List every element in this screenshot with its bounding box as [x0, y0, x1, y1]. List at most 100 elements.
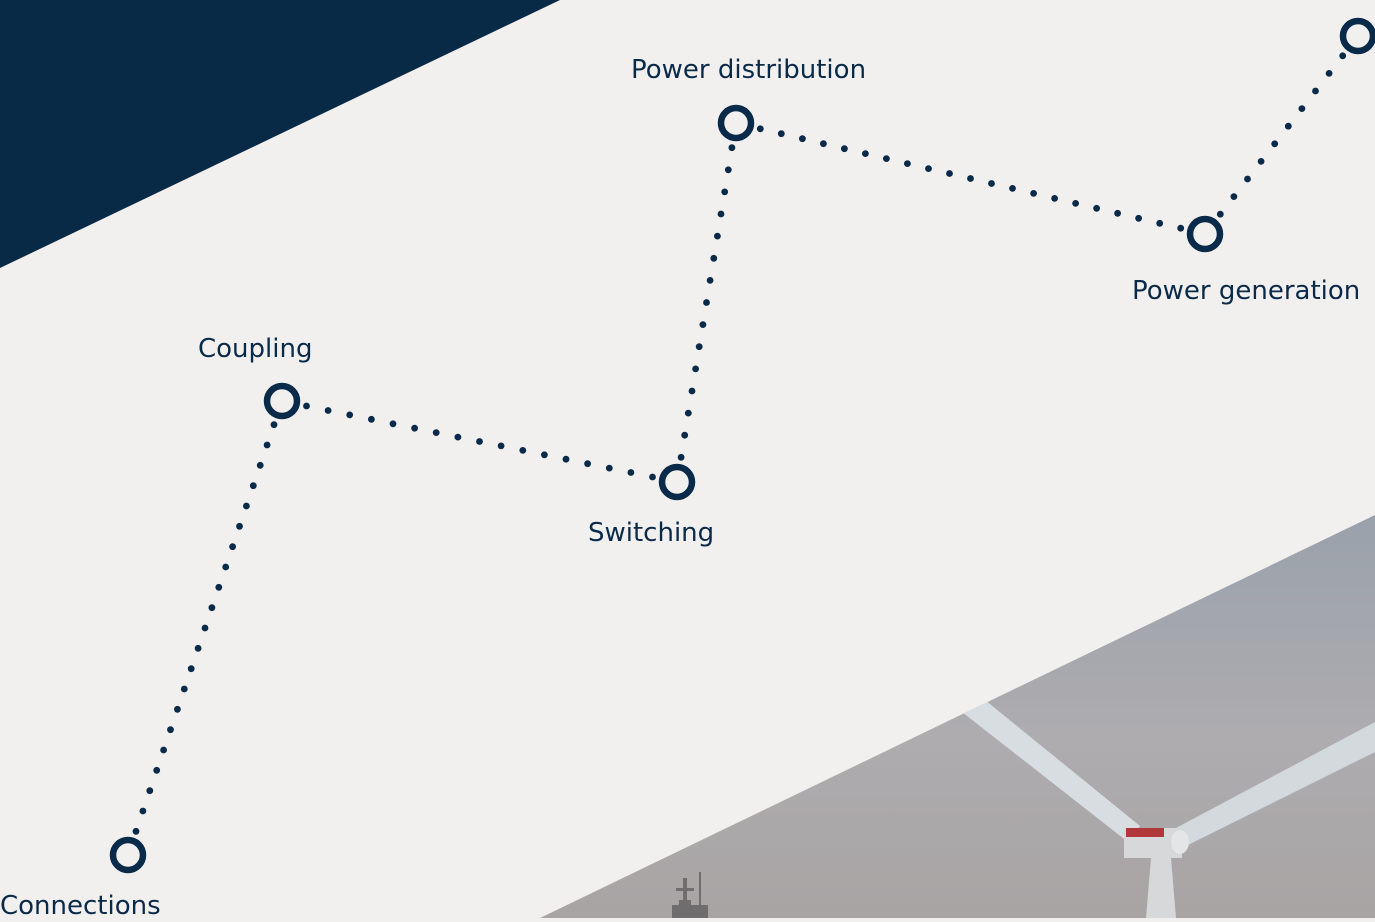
path-dot [988, 180, 995, 187]
node-ring-end [1343, 21, 1373, 51]
path-dot [411, 425, 418, 432]
path-dot [390, 420, 397, 427]
path-dot [721, 189, 728, 196]
path-dot [1285, 123, 1292, 130]
node-ring-switching [662, 467, 692, 497]
path-dot [862, 150, 869, 157]
path-dot [346, 412, 353, 419]
path-dot [498, 443, 505, 450]
path-dot [202, 625, 209, 632]
path-dot [1299, 105, 1306, 112]
path-dot [692, 366, 699, 373]
path-dot [883, 155, 890, 162]
path-dot [946, 170, 953, 177]
path-dot [181, 686, 188, 693]
node-ring-coupling [267, 386, 297, 416]
path-dot [236, 523, 243, 530]
path-dot [476, 438, 483, 445]
label-power-generation: Power generation [1132, 278, 1360, 304]
path-dot [757, 125, 764, 132]
path-dot [707, 277, 714, 284]
path-dot [689, 388, 696, 395]
path-dot [725, 166, 732, 173]
path-dot [1244, 176, 1251, 183]
path-dot [264, 442, 271, 449]
path-dot [1326, 70, 1333, 77]
path-dot [710, 255, 717, 262]
path-dot [229, 543, 236, 550]
path-dot [541, 451, 548, 458]
path-dot [1258, 158, 1265, 165]
path-dot [1072, 200, 1079, 207]
path-dot [685, 410, 692, 417]
path-dot [140, 808, 147, 815]
path-dot [1271, 140, 1278, 147]
path-dot [271, 421, 278, 428]
path-dot [696, 343, 703, 350]
path-dot [257, 462, 264, 469]
navy-corner-triangle [0, 0, 560, 268]
path-dot [250, 482, 257, 489]
path-dot [1135, 215, 1142, 222]
path-dot [433, 429, 440, 436]
node-ring-power-distribution [721, 108, 751, 138]
path-dot [303, 403, 310, 410]
path-dot [649, 474, 656, 481]
label-power-distribution: Power distribution [631, 57, 866, 83]
path-dot [700, 321, 707, 328]
label-connections: Connections [0, 893, 161, 919]
path-dot [1339, 52, 1346, 59]
path-dot [1177, 225, 1184, 232]
turbine-tower [1146, 858, 1176, 918]
path-dot [628, 469, 635, 476]
path-dot [925, 165, 932, 172]
path-dot [209, 604, 216, 611]
path-dot [841, 145, 848, 152]
path-dot [1051, 195, 1058, 202]
path-dot [1114, 210, 1121, 217]
path-dot [243, 503, 250, 510]
path-dot [584, 460, 591, 467]
path-dot [563, 456, 570, 463]
path-dot [1009, 185, 1016, 192]
path-dot [718, 211, 725, 218]
path-dot [174, 706, 181, 713]
path-dot [188, 665, 195, 672]
node-ring-connections [113, 840, 143, 870]
path-dot [778, 130, 785, 137]
path-dot [146, 787, 153, 794]
path-dot [133, 828, 140, 835]
path-dot [606, 465, 613, 472]
path-dot [714, 233, 721, 240]
path-dot [681, 432, 688, 439]
path-dot [729, 144, 736, 151]
path-dot [519, 447, 526, 454]
path-dot [820, 140, 827, 147]
path-dot [1093, 205, 1100, 212]
path-dot [455, 434, 462, 441]
path-dot [1217, 211, 1224, 218]
path-dot [153, 767, 160, 774]
path-dot [1312, 88, 1319, 95]
path-dot [167, 726, 174, 733]
path-dot [1156, 220, 1163, 227]
path-dot [368, 416, 375, 423]
path-dot [222, 564, 229, 571]
path-dot [703, 299, 710, 306]
path-dot [678, 454, 685, 461]
label-switching: Switching [588, 520, 714, 546]
path-dot [967, 175, 974, 182]
path-dot [1030, 190, 1037, 197]
wind-turbine-photo [540, 515, 1375, 918]
path-dot [325, 407, 332, 414]
path-dot [904, 160, 911, 167]
node-ring-power-generation [1190, 219, 1220, 249]
path-dot [215, 584, 222, 591]
path-dot [799, 135, 806, 142]
label-coupling: Coupling [198, 336, 312, 362]
path-dot [160, 747, 167, 754]
path-dot [1231, 193, 1238, 200]
path-dot [195, 645, 202, 652]
